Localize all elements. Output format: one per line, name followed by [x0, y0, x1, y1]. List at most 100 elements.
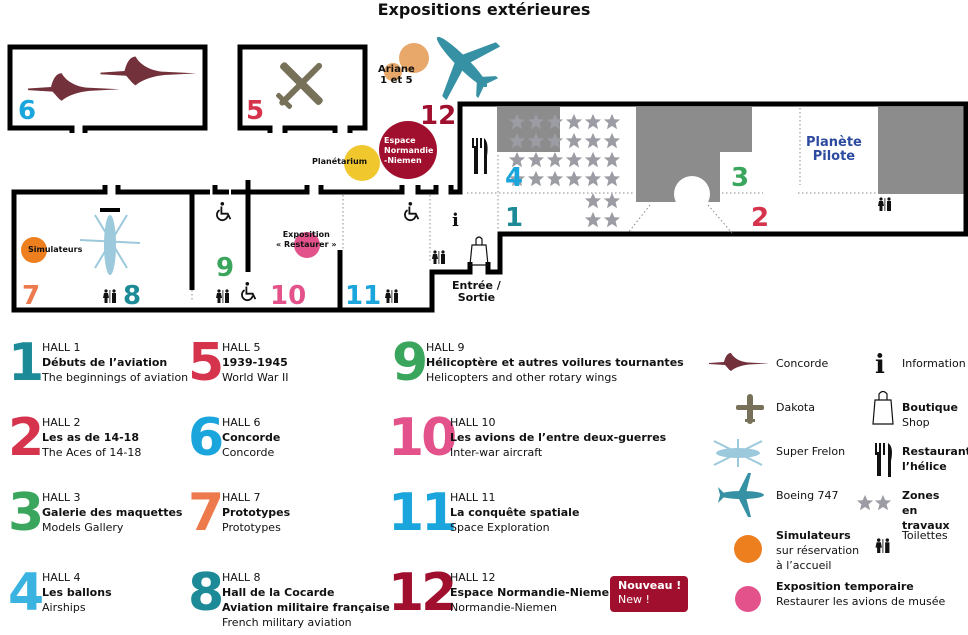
hall-fr: Les ballons [42, 586, 112, 599]
construction-zone [497, 107, 560, 152]
hall-number: 1 [8, 333, 44, 393]
hall-number: 12 [388, 563, 457, 623]
star-icon [603, 151, 621, 168]
hall-fr: La conquête spatiale [450, 506, 580, 519]
hall-en: The Aces of 14-18 [42, 446, 142, 459]
legend-toilettes: Toilettes [902, 529, 948, 542]
info-icon: i [452, 210, 459, 231]
shop-icon [469, 236, 489, 266]
restaurant-icon [472, 138, 488, 174]
super-frelon-icon [713, 439, 763, 467]
boeing-747-icon [436, 36, 501, 101]
star-icon [856, 494, 874, 511]
map-hall-3[interactable]: 3 [731, 163, 750, 193]
info-icon: i [875, 350, 885, 380]
wall-lower [11, 185, 473, 313]
map-hall-2[interactable]: 2 [751, 203, 770, 233]
hall-fr: 1939-1945 [222, 356, 288, 369]
accessibility-icon [404, 201, 420, 222]
toilets-icon [103, 289, 116, 303]
star-icon [584, 151, 602, 168]
star-icon [527, 170, 545, 187]
map-hall-1[interactable]: 1 [505, 203, 524, 233]
hall-fr: Les as de 14-18 [42, 431, 139, 444]
hall-number: 2 [8, 408, 44, 468]
planetarium-label: Planétarium [312, 157, 368, 166]
hall-fr: Galerie des maquettes [42, 506, 183, 519]
wall-hall5 [237, 44, 368, 133]
hall-fr2: Aviation militaire française [222, 601, 390, 614]
dakota-icon [736, 394, 764, 424]
exposition-icon [735, 586, 761, 612]
star-icon [584, 132, 602, 149]
map-hall-7[interactable]: 7 [22, 281, 41, 311]
map-hall-12[interactable]: 12 [420, 101, 457, 131]
planetarium-circle [344, 145, 380, 181]
hall-en: Prototypes [222, 521, 281, 534]
map-hall-11[interactable]: 11 [345, 281, 382, 311]
hall-number: 4 [8, 563, 44, 623]
map-hall-5[interactable]: 5 [246, 96, 265, 126]
new-badge: Nouveau !New ! [610, 576, 688, 612]
dakota-icon [276, 62, 323, 109]
hall-number: 3 [8, 483, 44, 543]
hall-number: 5 [188, 333, 224, 393]
restaurant-icon [875, 443, 892, 477]
simulateurs-circle [21, 237, 47, 263]
boeing-747-icon [718, 473, 764, 517]
map-hall-4[interactable]: 4 [505, 163, 524, 193]
map-hall-6[interactable]: 6 [18, 96, 37, 126]
star-icon [584, 192, 602, 209]
hall-en: Normandie-Niemen [450, 601, 557, 614]
hall-number: 11 [388, 483, 457, 543]
simulateurs-icon [734, 535, 762, 563]
map-hall-8[interactable]: 8 [123, 281, 142, 311]
hall-hall: HALL 11 [450, 491, 496, 504]
hall-en: Helicopters and other rotary wings [426, 371, 618, 384]
hall-fr: Concorde [222, 431, 281, 444]
icon-legend-graphics: i [709, 350, 894, 612]
exposition-circle [294, 232, 320, 258]
star-icon [565, 113, 583, 130]
wall-hall6 [7, 44, 208, 133]
hall-fr: Prototypes [222, 506, 291, 519]
map-hall-10[interactable]: 10 [270, 281, 307, 311]
hall-fr: Espace Normandie-Niemen [450, 586, 617, 599]
hall-en: French military aviation [222, 616, 352, 629]
star-icon [527, 151, 545, 168]
hall-en: Concorde [222, 446, 275, 459]
map-hall-9[interactable]: 9 [216, 253, 235, 283]
star-icon [603, 113, 621, 130]
hall-hall: HALL 5 [222, 341, 261, 354]
legend-concorde: Concorde [776, 357, 829, 370]
hall-en: World War II [222, 371, 289, 384]
hall-en: Space Exploration [450, 521, 550, 534]
toilets-icon [878, 197, 891, 211]
star-icon [603, 211, 621, 228]
concorde-icon [100, 56, 197, 86]
toilets-icon [385, 289, 398, 303]
